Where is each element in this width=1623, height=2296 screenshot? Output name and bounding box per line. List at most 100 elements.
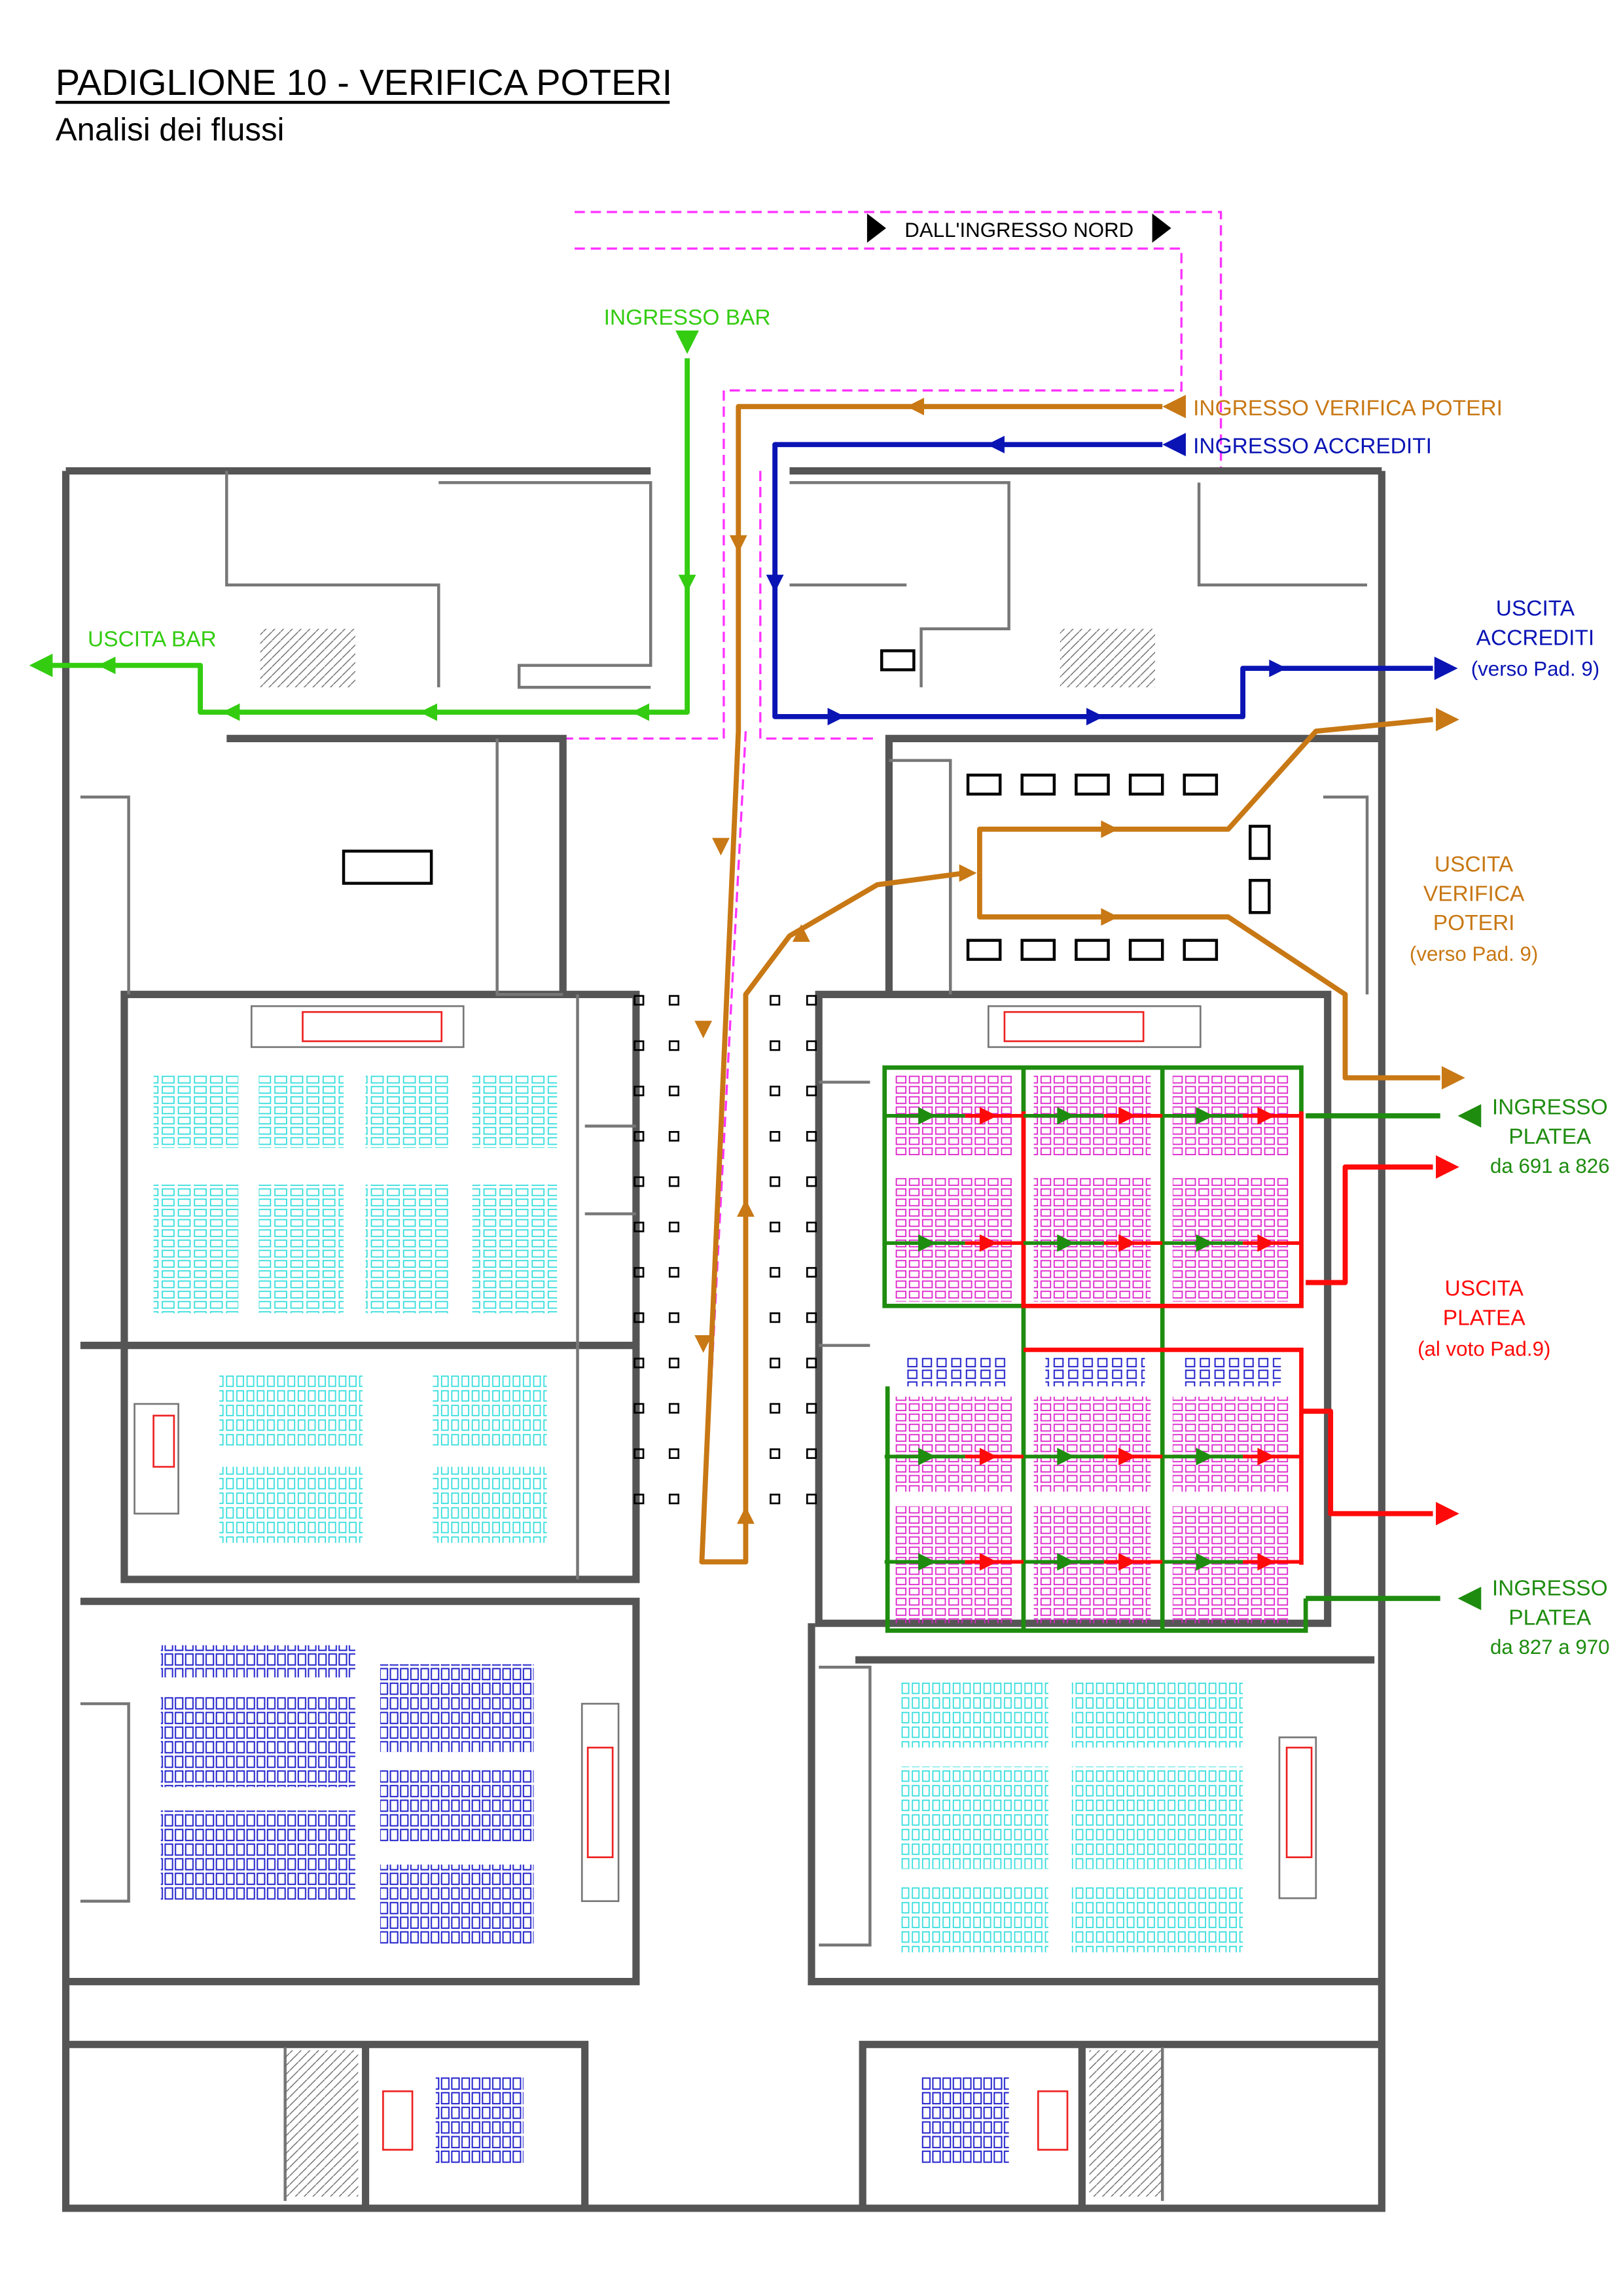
flow-line: [977, 717, 1433, 873]
arrow-head-icon: [1457, 1587, 1482, 1611]
column: [668, 1357, 680, 1369]
arrow-head-icon: [979, 1448, 997, 1465]
column: [806, 995, 817, 1006]
arrow-head-icon: [979, 1234, 997, 1252]
label-line: INGRESSO: [1492, 1577, 1608, 1601]
column: [770, 1357, 781, 1369]
north-entrance-marker: DALL'INGRESSO NORD: [866, 213, 1171, 243]
arrow-head-icon: [419, 703, 438, 721]
desks: [342, 649, 1271, 961]
column: [633, 995, 645, 1006]
column: [633, 1131, 645, 1142]
column: [668, 1403, 680, 1414]
seat-block: [1172, 1396, 1290, 1492]
arrow-head-icon: [979, 1107, 997, 1125]
label-line: PLATEA: [1508, 1124, 1592, 1149]
accrediti-entrance-label: INGRESSO ACCREDITI: [1193, 435, 1432, 459]
seat-block: [1071, 1767, 1243, 1869]
column: [806, 1357, 817, 1369]
column: [633, 1085, 645, 1096]
platea-entrance-1-label: INGRESSO PLATEA da 691 a 826: [1490, 1096, 1610, 1177]
seat-block: [895, 1177, 1012, 1302]
arrow-head-icon: [1441, 1066, 1465, 1090]
verifica-entrance-label: INGRESSO VERIFICA POTERI: [1193, 397, 1503, 421]
seat-block: [219, 1374, 363, 1448]
seat-block: [472, 1075, 558, 1148]
platea-exit-label: USCITA PLATEA (al voto Pad.9): [1418, 1277, 1550, 1361]
arrow-head-icon: [1118, 1552, 1136, 1571]
bar-entrance-label: INGRESSO BAR: [604, 306, 771, 330]
column: [770, 1266, 781, 1278]
column: [633, 1403, 645, 1414]
column: [806, 1085, 817, 1096]
column: [806, 1266, 817, 1278]
arrow-head-icon: [1257, 1107, 1275, 1125]
column: [668, 1176, 680, 1187]
platea-grid: [882, 1065, 1308, 1633]
column: [668, 1312, 680, 1323]
arrow-head-icon: [1057, 1107, 1075, 1125]
arrow-head-icon: [987, 435, 1005, 454]
page-title: PADIGLIONE 10 - VERIFICA POTERI: [56, 62, 672, 103]
columns: [633, 995, 817, 1505]
arrow-head-icon: [729, 535, 747, 553]
seat-block: [472, 1184, 558, 1314]
arrow-head-icon: [1118, 1234, 1136, 1252]
column: [668, 1221, 680, 1232]
column: [668, 1448, 680, 1460]
arrow-head-icon: [1162, 395, 1186, 419]
column: [770, 1448, 781, 1460]
flow-line: [51, 358, 690, 715]
seat-block: [160, 1645, 355, 1677]
seat-block: [899, 1886, 1048, 1952]
arrow-head-icon: [1436, 708, 1459, 732]
column: [668, 1085, 680, 1096]
label-line: (al voto Pad.9): [1418, 1337, 1550, 1360]
seat-block: [899, 1767, 1048, 1869]
flow-line: [977, 872, 1440, 1081]
column: [806, 1494, 817, 1505]
flow-line: [1301, 1408, 1433, 1516]
seat-block: [365, 1184, 451, 1314]
seat-block: [380, 1769, 534, 1843]
building-walls: [62, 467, 1385, 2212]
arrow-head-icon: [1086, 708, 1104, 726]
label-line: USCITA: [1435, 853, 1514, 877]
seating: [153, 1075, 1290, 2164]
arrow-head-icon: [1196, 1448, 1214, 1465]
stage-tables: [134, 1005, 1317, 2151]
column: [770, 1494, 781, 1505]
seat-block: [433, 1374, 547, 1448]
arrow-head-icon: [906, 397, 925, 416]
column: [633, 1040, 645, 1051]
stairs: [1060, 628, 1156, 688]
column: [668, 1131, 680, 1142]
arrow-head-icon: [792, 924, 810, 942]
column: [770, 1040, 781, 1051]
column: [633, 1357, 645, 1369]
label-line: VERIFICA: [1423, 882, 1525, 906]
column: [770, 1221, 781, 1232]
column: [806, 1221, 817, 1232]
column: [806, 1448, 817, 1460]
arrow-head-icon: [29, 653, 53, 677]
arrow-head-icon: [1434, 656, 1458, 680]
north-path: [563, 211, 1222, 1558]
arrow-head-icon: [1257, 1448, 1275, 1465]
arrow-head-icon: [918, 1552, 936, 1571]
arrow-head-icon: [1162, 433, 1186, 457]
north-entrance-label: DALL'INGRESSO NORD: [904, 219, 1133, 242]
label-line: da 827 a 970: [1490, 1636, 1610, 1659]
arrow-icon: [1152, 213, 1171, 243]
seat-block: [895, 1506, 1012, 1624]
label-line: da 691 a 826: [1490, 1155, 1610, 1177]
accrediti-exit-label: USCITA ACCREDITI (verso Pad. 9): [1471, 597, 1599, 681]
column: [770, 1176, 781, 1187]
arrow-head-icon: [1257, 1234, 1275, 1252]
column: [770, 1312, 781, 1323]
label-line: (verso Pad. 9): [1471, 657, 1599, 680]
seat-block: [153, 1184, 239, 1314]
seat-block: [1033, 1396, 1151, 1492]
arrow-head-icon: [1196, 1107, 1214, 1125]
